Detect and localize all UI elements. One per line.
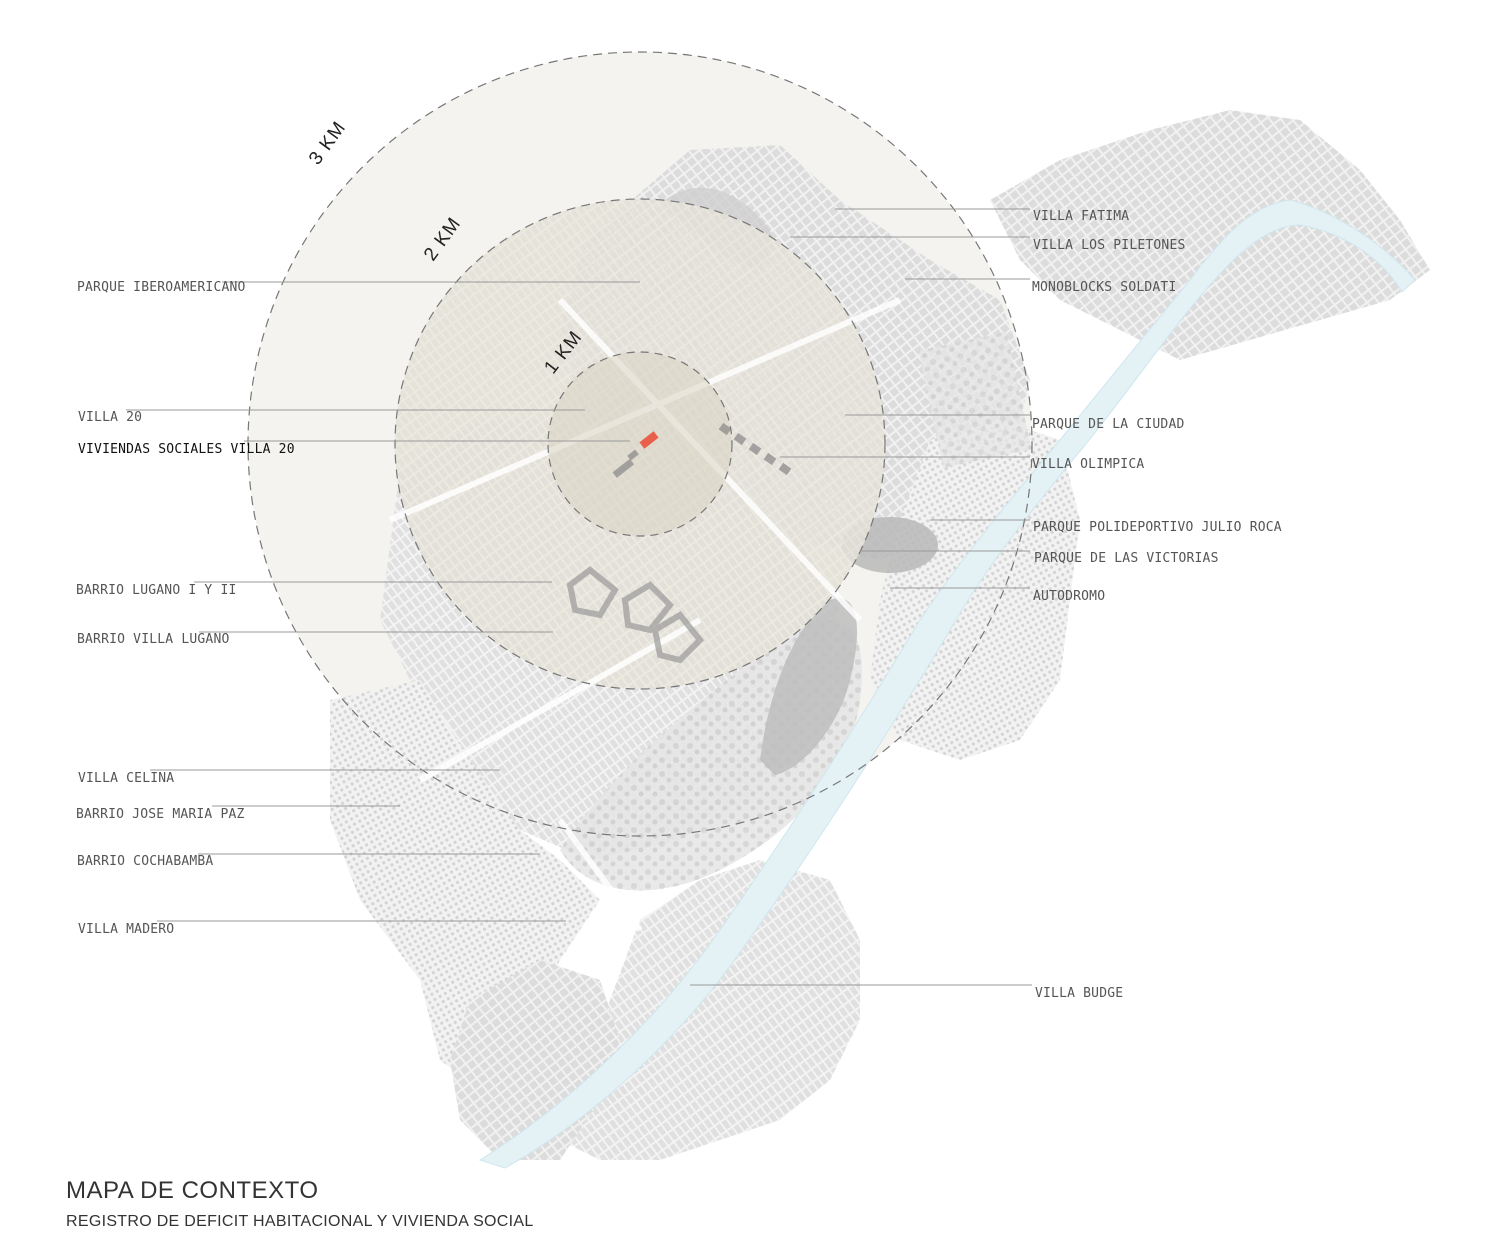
parks — [560, 187, 1032, 891]
label-barrio-villa-lugano: BARRIO VILLA LUGANO — [77, 632, 230, 647]
label-villa-fatima: VILLA FATIMA — [1033, 209, 1129, 224]
labels-left: PARQUE IBEROAMERICANO VILLA 20 VIVIENDAS… — [76, 280, 295, 937]
labels-right: VILLA FATIMA VILLA LOS PILETONES MONOBLO… — [1032, 209, 1282, 1001]
label-parque-julio-roca: PARQUE POLIDEPORTIVO JULIO ROCA — [1033, 520, 1282, 535]
label-monoblocks-soldati: MONOBLOCKS SOLDATI — [1032, 280, 1176, 295]
site-viviendas-sociales — [639, 431, 659, 449]
ring-3km-line — [247, 51, 1033, 837]
lake-autodromo — [760, 598, 858, 775]
label-parque-de-la-ciudad: PARQUE DE LA CIUDAD — [1032, 417, 1185, 432]
label-villa-olimpica: VILLA OLIMPICA — [1032, 457, 1144, 472]
ring-label-3km: 3 KM — [305, 117, 350, 168]
ring-2km-line — [394, 198, 886, 690]
map-title: MAPA DE CONTEXTO — [66, 1177, 319, 1204]
label-barrio-cochabamba: BARRIO COCHABAMBA — [77, 854, 213, 869]
label-villa-20: VILLA 20 — [78, 410, 142, 425]
label-villa-celina: VILLA CELINA — [78, 771, 174, 786]
ring-1km-line — [547, 351, 733, 537]
park-ciudad — [918, 331, 1032, 469]
label-barrio-lugano: BARRIO LUGANO I Y II — [76, 583, 237, 598]
label-villa-los-piletones: VILLA LOS PILETONES — [1033, 238, 1186, 253]
urban-block-south — [560, 860, 860, 1160]
label-autodromo: AUTODROMO — [1033, 589, 1105, 604]
label-parque-iberoamericano: PARQUE IBEROAMERICANO — [77, 280, 246, 295]
label-villa-budge: VILLA BUDGE — [1035, 986, 1123, 1001]
lugano-towers — [566, 566, 705, 664]
label-parque-las-victorias: PARQUE DE LAS VICTORIAS — [1034, 551, 1219, 566]
urban-block-ne — [990, 110, 1430, 360]
label-villa-madero: VILLA MADERO — [78, 922, 174, 937]
leader-lines-right — [690, 208, 1032, 986]
label-barrio-jose-maria-paz: BARRIO JOSE MARIA PAZ — [76, 807, 245, 822]
leader-lines-left — [126, 281, 640, 922]
ring-1km-area — [548, 352, 732, 536]
riachuelo-river — [478, 199, 1416, 1169]
building-blocks — [612, 422, 792, 478]
map-subtitle: REGISTRO DE DEFICIT HABITACIONAL Y VIVIE… — [66, 1213, 534, 1230]
label-viviendas-sociales-villa-20: VIVIENDAS SOCIALES VILLA 20 — [78, 442, 295, 457]
